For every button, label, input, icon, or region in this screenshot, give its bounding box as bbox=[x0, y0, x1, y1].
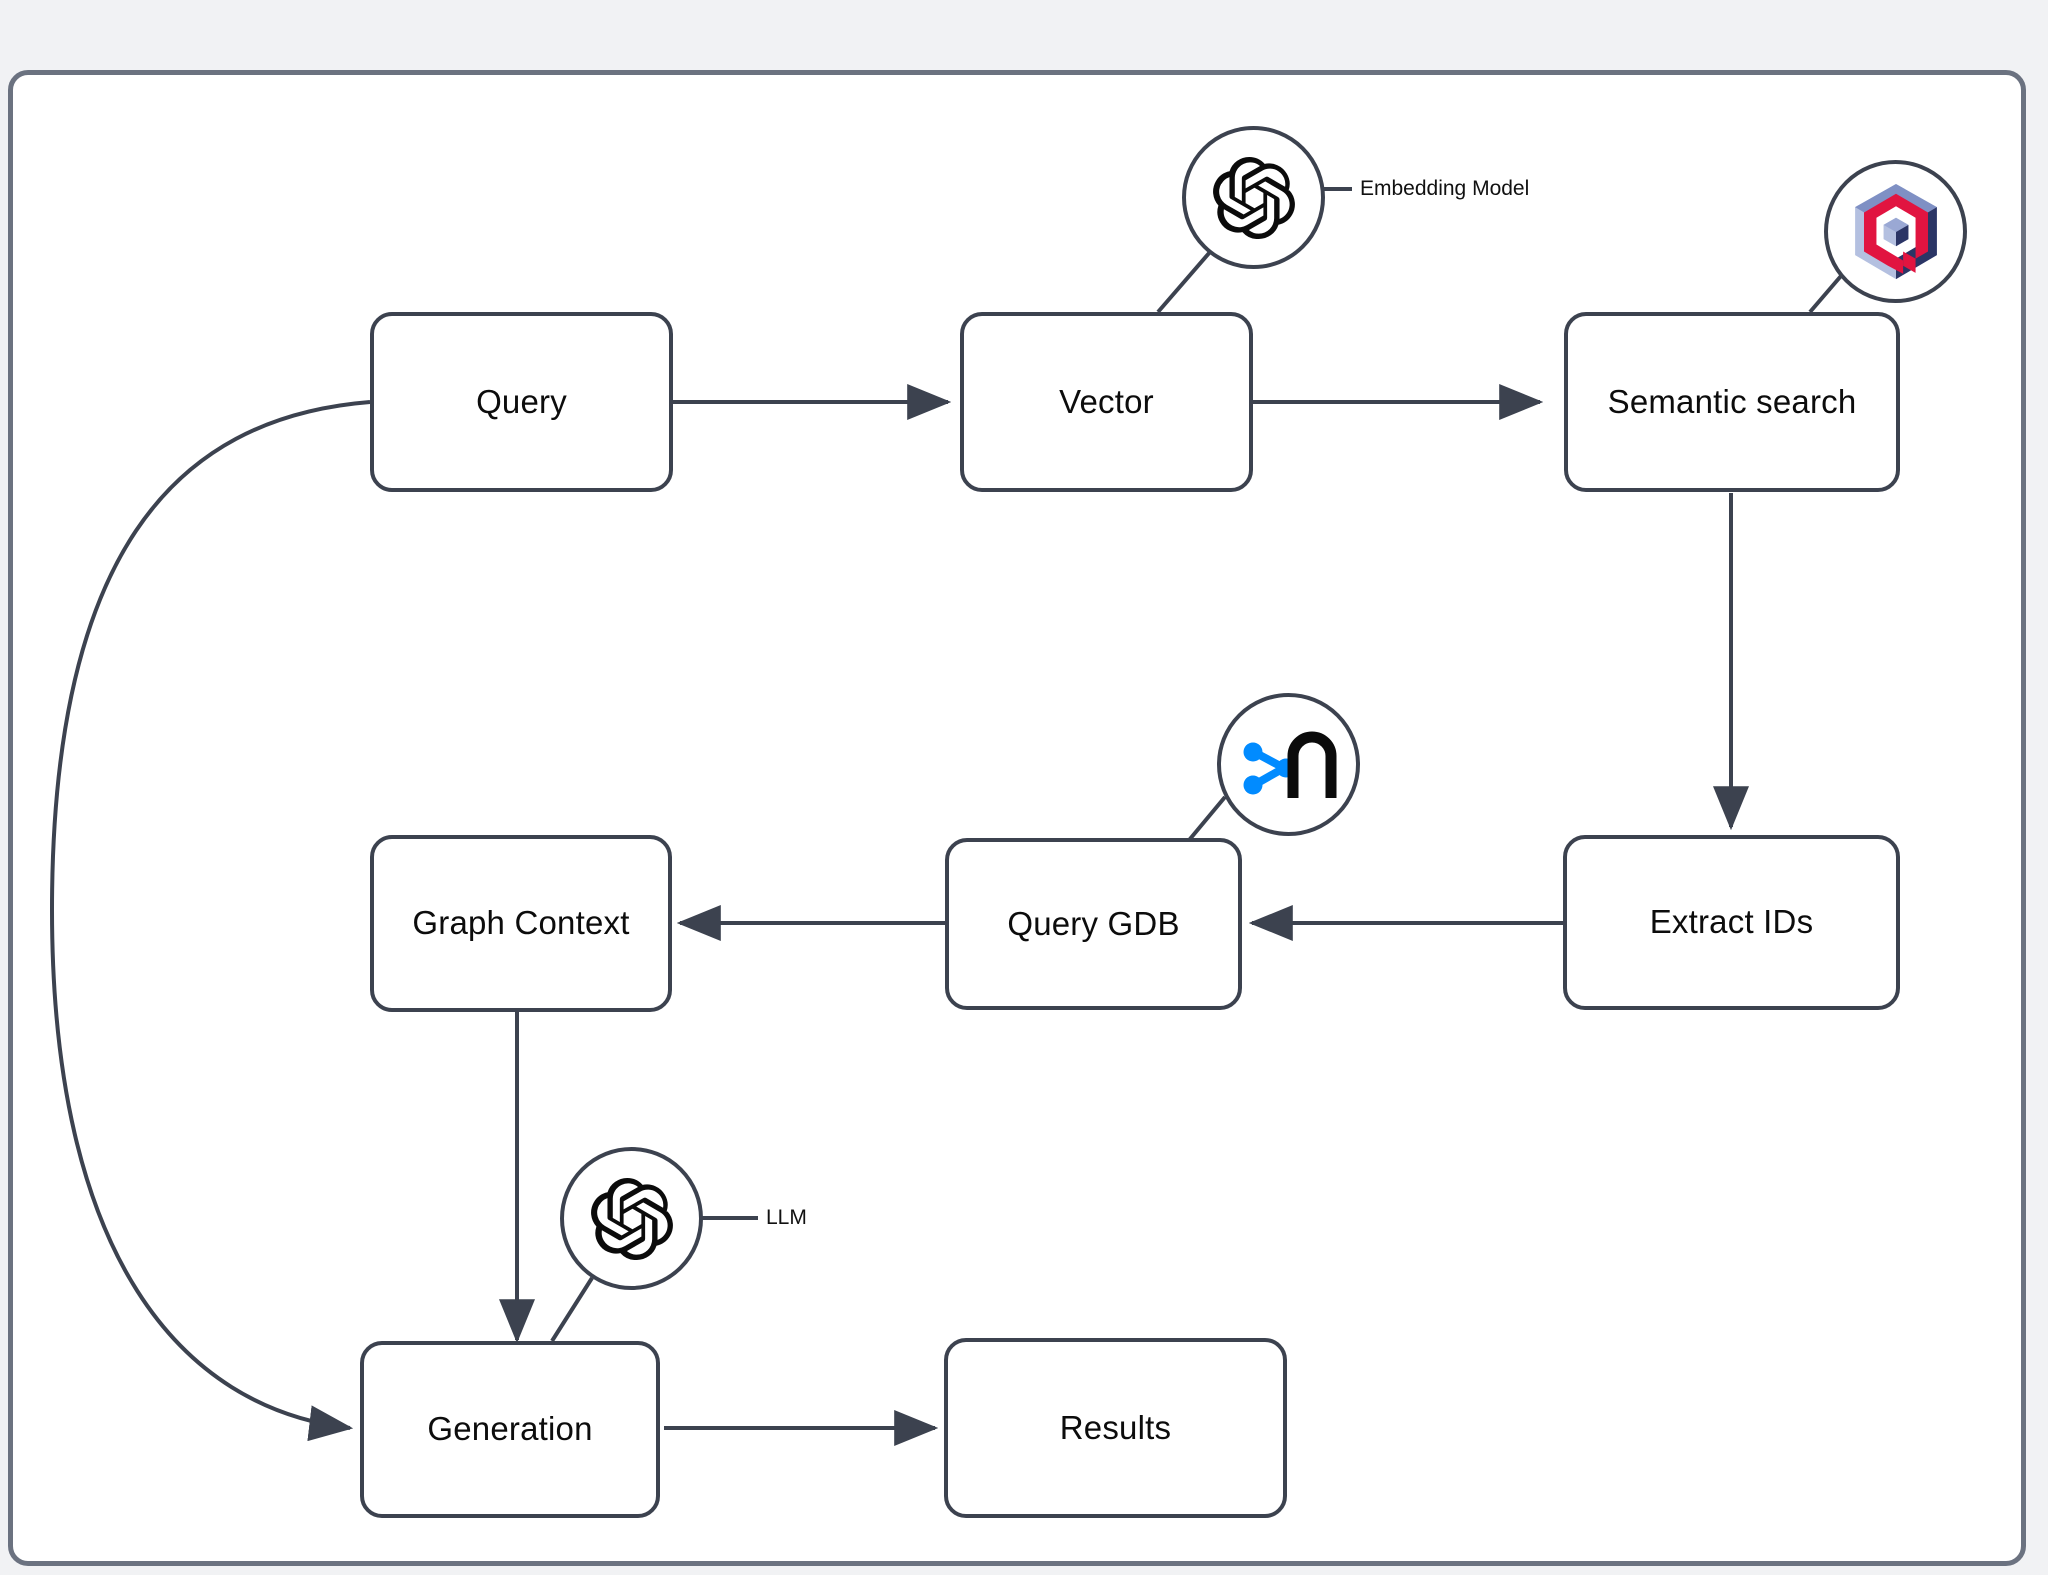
qdrant-logo-icon bbox=[1828, 164, 1963, 299]
badge-llm[interactable] bbox=[560, 1147, 703, 1290]
badge-embedding-model-label: Embedding Model bbox=[1360, 177, 1530, 200]
badge-vector-store[interactable] bbox=[1824, 160, 1967, 303]
node-results[interactable]: Results bbox=[944, 1338, 1287, 1518]
node-semantic-search-label: Semantic search bbox=[1607, 382, 1857, 420]
node-semantic-search[interactable]: Semantic search bbox=[1564, 312, 1900, 492]
neo4j-logo-icon bbox=[1221, 697, 1356, 832]
node-results-label: Results bbox=[1059, 1408, 1172, 1446]
node-graph-context-label: Graph Context bbox=[412, 904, 630, 942]
node-query-label: Query bbox=[476, 382, 567, 420]
badge-graph-database[interactable] bbox=[1217, 693, 1360, 836]
node-query-gdb[interactable]: Query GDB bbox=[945, 838, 1242, 1010]
node-vector[interactable]: Vector bbox=[960, 312, 1253, 492]
node-generation[interactable]: Generation bbox=[360, 1341, 660, 1518]
node-query[interactable]: Query bbox=[370, 312, 673, 492]
node-graph-context[interactable]: Graph Context bbox=[370, 835, 672, 1012]
node-vector-label: Vector bbox=[1059, 382, 1154, 420]
openai-logo-icon bbox=[1186, 130, 1321, 265]
badge-llm-label: LLM bbox=[766, 1206, 807, 1229]
node-query-gdb-label: Query GDB bbox=[1007, 904, 1180, 942]
node-generation-label: Generation bbox=[427, 1410, 593, 1448]
node-extract-ids[interactable]: Extract IDs bbox=[1563, 835, 1900, 1010]
openai-logo-icon bbox=[564, 1151, 699, 1286]
badge-embedding-model[interactable] bbox=[1182, 126, 1325, 269]
node-extract-ids-label: Extract IDs bbox=[1649, 903, 1814, 941]
